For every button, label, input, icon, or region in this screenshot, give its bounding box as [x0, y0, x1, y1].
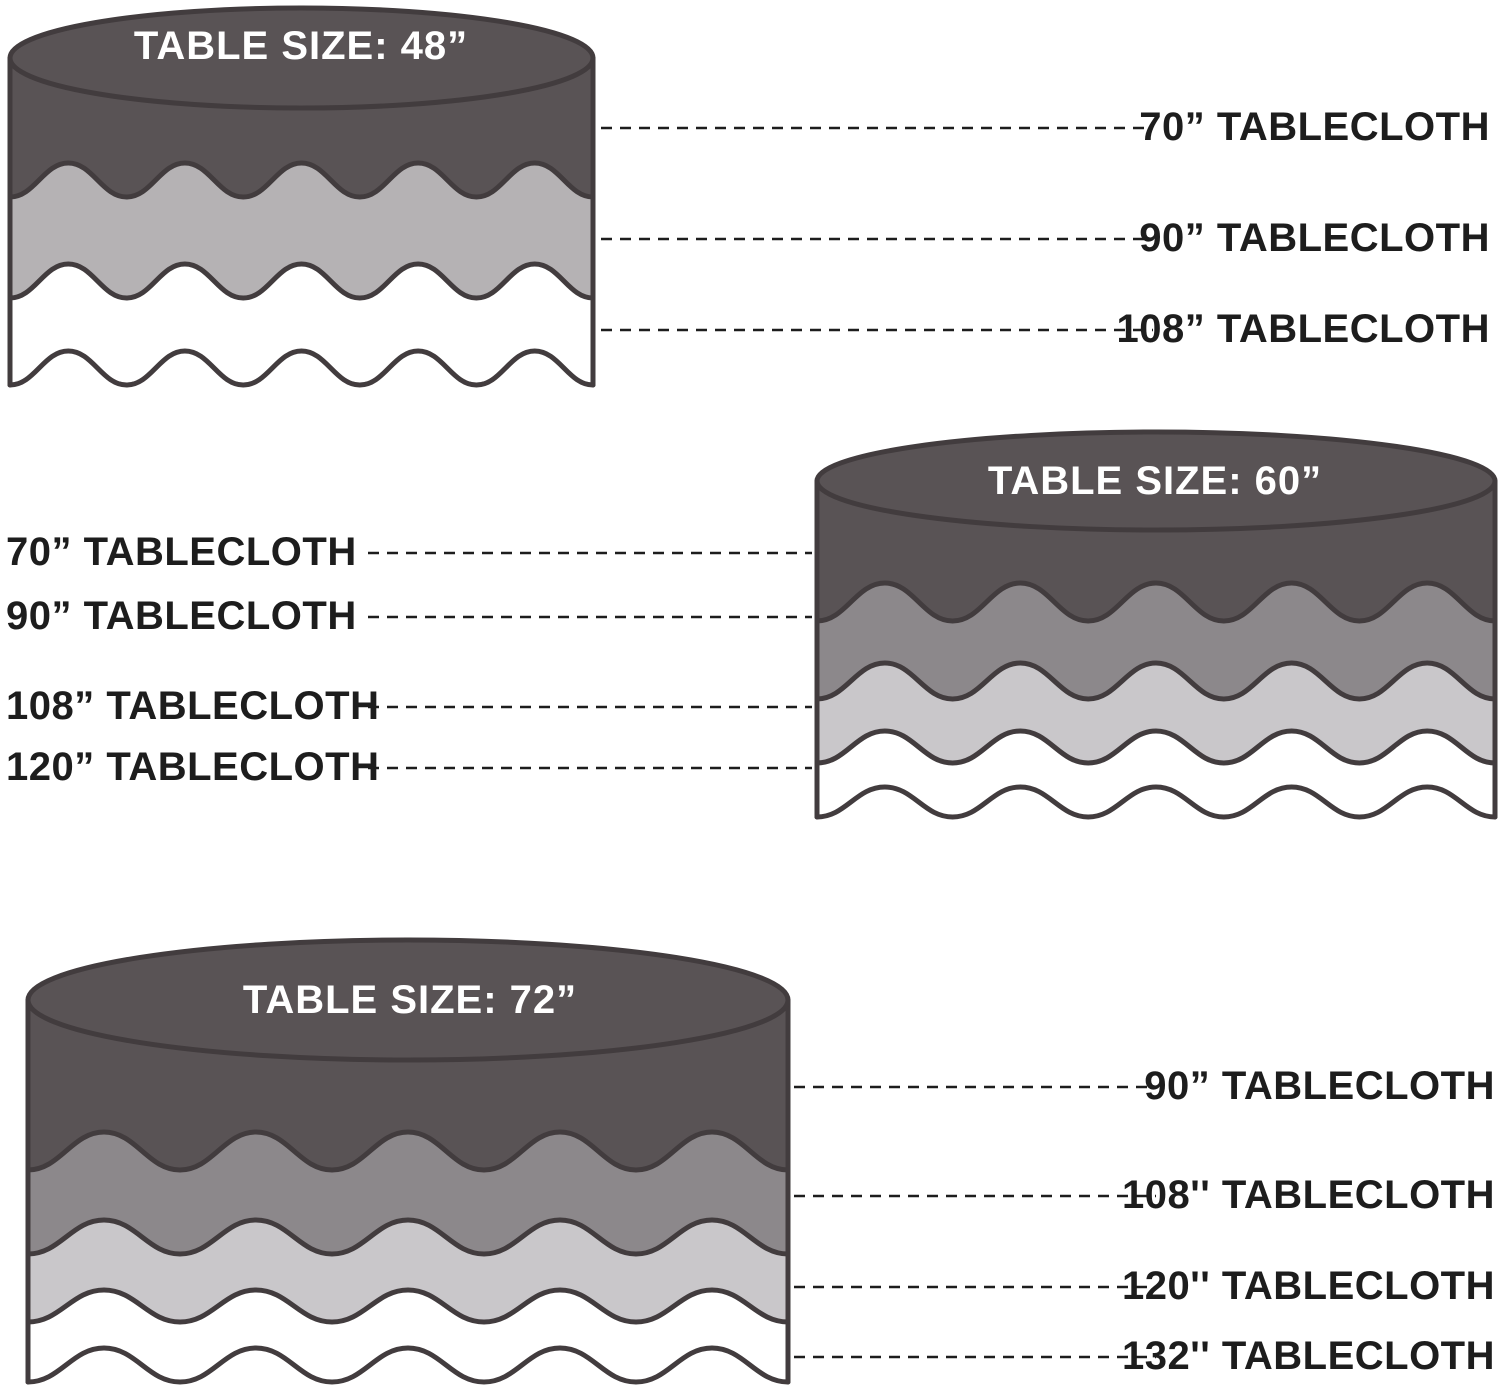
hem-outline-table-60-1	[814, 660, 1498, 702]
table-top-ellipse-table-48	[7, 5, 596, 111]
diagram-table-60	[368, 429, 1498, 820]
diagram-60-label-70: 70” TABLECLOTH	[6, 530, 357, 575]
hem-outline-table-72-3	[25, 1345, 791, 1385]
diagram-72-label-108: 108'' TABLECLOTH	[1122, 1173, 1495, 1218]
diagram-72-title: TABLE SIZE: 72”	[242, 978, 578, 1022]
diagram-72-label-90: 90” TABLECLOTH	[1144, 1064, 1495, 1109]
diagram-60-label-90: 90” TABLECLOTH	[6, 594, 357, 639]
hem-outline-table-60-2	[814, 728, 1498, 766]
diagram-table-72	[25, 937, 1156, 1385]
hem-outline-table-48-1	[7, 261, 596, 301]
hem-outline-table-72-0	[25, 1129, 791, 1173]
diagram-60-label-120: 120” TABLECLOTH	[6, 745, 380, 790]
diagram-48-label-90: 90” TABLECLOTH	[1139, 216, 1490, 261]
hem-outline-table-72-1	[25, 1217, 791, 1257]
diagram-table-48	[7, 5, 1153, 388]
diagram-48-label-70: 70” TABLECLOTH	[1139, 105, 1490, 150]
table-top-ellipse-table-72	[25, 937, 791, 1063]
hem-outline-table-48-0	[7, 160, 596, 200]
hem-outline-table-48-2	[7, 348, 596, 388]
table-top-ellipse-table-60	[814, 429, 1498, 533]
diagram-60-title: TABLE SIZE: 60”	[987, 459, 1323, 503]
hem-outline-table-72-2	[25, 1287, 791, 1325]
diagram-48-label-108: 108” TABLECLOTH	[1116, 307, 1490, 352]
diagram-72-label-132: 132'' TABLECLOTH	[1122, 1334, 1495, 1379]
hem-outline-table-60-3	[814, 784, 1498, 820]
diagram-60-label-108: 108” TABLECLOTH	[6, 684, 380, 729]
hem-outline-table-60-0	[814, 580, 1498, 624]
diagram-48-title: TABLE SIZE: 48”	[133, 24, 469, 68]
diagram-72-label-120: 120'' TABLECLOTH	[1122, 1264, 1495, 1309]
